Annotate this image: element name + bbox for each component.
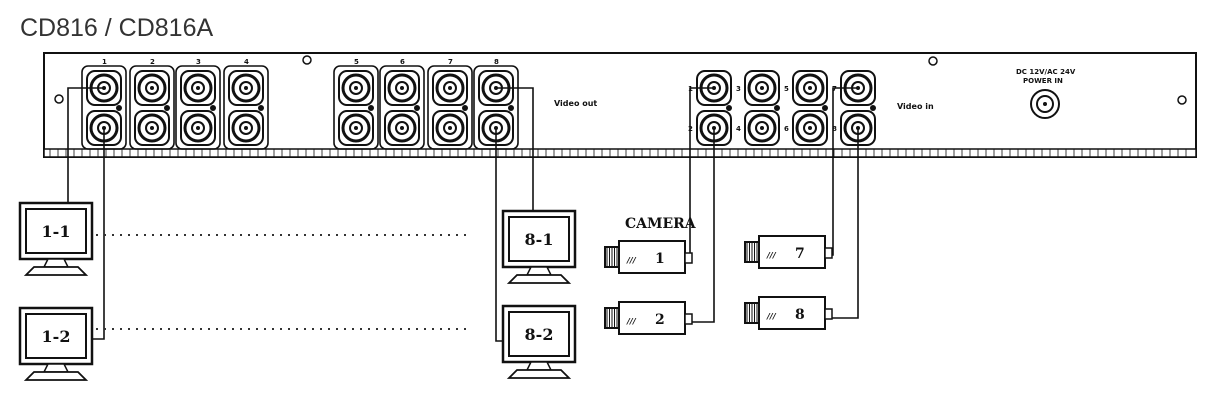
camera-label: 8	[795, 307, 805, 323]
video-out-group: 6	[379, 58, 425, 150]
power-label: DC 12V/AC 24V	[1016, 68, 1076, 76]
camera-label: 1	[655, 251, 665, 267]
out-channel-label: 3	[196, 58, 201, 66]
out-channel-label: 1	[102, 58, 107, 66]
in-channel-label: 4	[736, 125, 741, 133]
camera: /// 8	[744, 296, 833, 330]
video-out-connector[interactable]	[338, 110, 374, 146]
camera-badge: ///	[626, 256, 637, 265]
in-channel-label: 6	[784, 125, 789, 133]
monitor-label: 1-1	[42, 222, 71, 241]
indicator-dot	[822, 105, 828, 111]
screw-hole	[302, 55, 312, 65]
monitor: 8-1	[501, 209, 577, 284]
indicator-dot	[508, 105, 514, 111]
video-out-group: 7	[427, 58, 473, 150]
indicator-dot	[414, 105, 420, 111]
out-channel-label: 6	[400, 58, 405, 66]
indicator-dot	[116, 105, 122, 111]
monitor-label: 8-2	[525, 325, 554, 344]
video-out-connector[interactable]	[384, 70, 420, 106]
mount-hole-right	[1177, 95, 1187, 105]
camera: /// 1	[604, 240, 693, 274]
monitor: 1-2	[18, 306, 94, 381]
indicator-dot	[462, 105, 468, 111]
video-in-connector[interactable]	[744, 110, 780, 146]
video-out-connector[interactable]	[432, 110, 468, 146]
out-channel-label: 4	[244, 58, 249, 66]
camera-badge: ///	[626, 317, 637, 326]
indicator-dot	[726, 105, 732, 111]
out-channel-label: 5	[354, 58, 359, 66]
camera-label: 7	[795, 246, 805, 262]
page-title: CD816 / CD816A	[20, 14, 213, 42]
video-out-connector[interactable]	[228, 70, 264, 106]
camera: /// 7	[744, 235, 833, 269]
video-out-group: 2	[129, 58, 175, 150]
indicator-dot	[210, 105, 216, 111]
video-out-group: 5	[333, 58, 379, 150]
camera-label: 2	[655, 312, 665, 328]
camera: /// 2	[604, 301, 693, 335]
indicator-dot	[164, 105, 170, 111]
in-channel-label: 7	[832, 85, 837, 93]
indicator-dot	[368, 105, 374, 111]
video-out-connector[interactable]	[384, 110, 420, 146]
mount-hole-left	[54, 94, 64, 104]
video-in-connector[interactable]	[792, 110, 828, 146]
video-in-connector[interactable]	[744, 70, 780, 106]
power-connector	[1030, 89, 1060, 119]
video-out-connector[interactable]	[134, 110, 170, 146]
monitor-label: 8-1	[525, 230, 554, 249]
in-channel-label: 5	[784, 85, 789, 93]
in-channel-label: 8	[832, 125, 837, 133]
monitor: 8-2	[501, 304, 577, 379]
out-channel-label: 7	[448, 58, 453, 66]
video-in-label: Video in	[897, 102, 934, 111]
indicator-dot	[258, 105, 264, 111]
out-channel-label: 8	[494, 58, 499, 66]
video-out-connector[interactable]	[134, 70, 170, 106]
screw-hole	[928, 56, 938, 66]
video-out-label: Video out	[554, 99, 597, 108]
camera-badge: ///	[766, 312, 777, 321]
monitor: 1-1	[18, 201, 94, 276]
video-in-connector[interactable]	[792, 70, 828, 106]
video-out-connector[interactable]	[180, 70, 216, 106]
video-out-connector[interactable]	[432, 70, 468, 106]
in-channel-label: 3	[736, 85, 741, 93]
monitor-label: 1-2	[42, 327, 71, 346]
camera-title: CAMERA	[625, 216, 697, 232]
camera-badge: ///	[766, 251, 777, 260]
indicator-dot	[774, 105, 780, 111]
video-out-connector[interactable]	[180, 110, 216, 146]
indicator-dot	[870, 105, 876, 111]
video-out-connector[interactable]	[338, 70, 374, 106]
video-out-connector[interactable]	[228, 110, 264, 146]
video-out-group: 3	[175, 58, 221, 150]
out-channel-label: 2	[150, 58, 155, 66]
video-out-group: 4	[223, 58, 269, 150]
power-label-2: POWER IN	[1023, 77, 1063, 85]
